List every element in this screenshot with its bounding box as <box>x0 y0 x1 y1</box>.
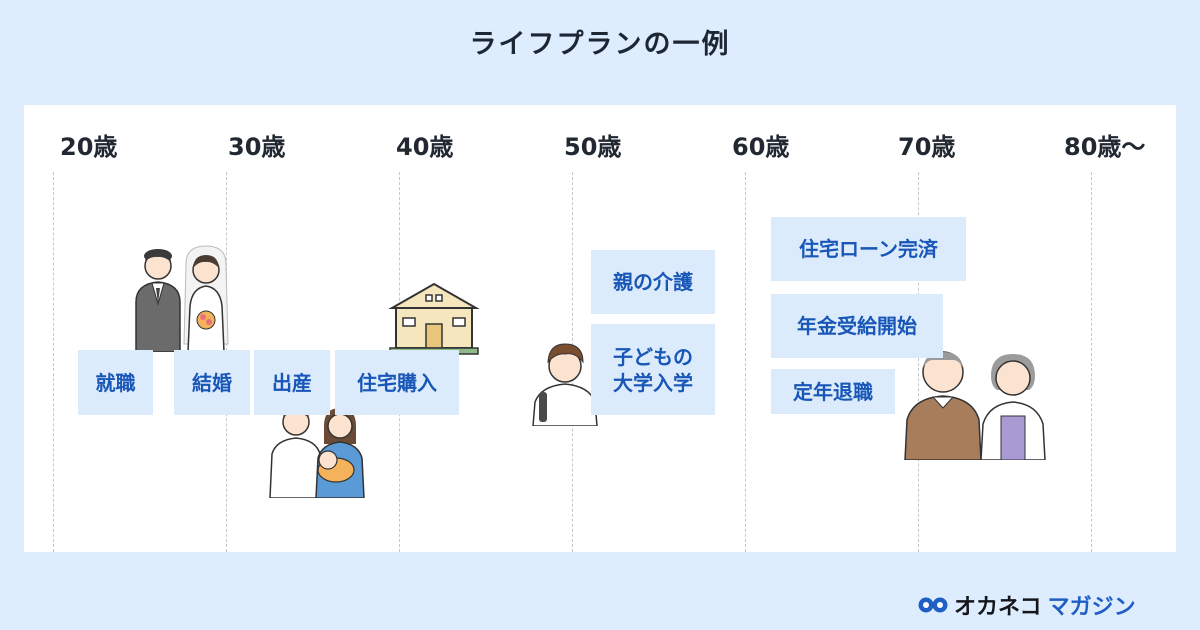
age-label-80: 80歳〜 <box>1064 133 1146 161</box>
age-label-40: 40歳 <box>396 133 454 161</box>
age-label-70: 70歳 <box>898 133 956 161</box>
family-with-baby-illustration <box>269 406 365 498</box>
event-teinen: 定年退職 <box>771 369 895 414</box>
house-illustration <box>388 282 480 355</box>
elderly-couple-illustration <box>904 351 1046 460</box>
event-kekkon: 結婚 <box>174 350 250 415</box>
age-label-50: 50歳 <box>564 133 622 161</box>
page-title: ライフプランの一例 <box>469 29 731 60</box>
timeline-gridline <box>918 172 919 552</box>
event-loan-kansai: 住宅ローン完済 <box>771 217 966 281</box>
event-nenkin: 年金受給開始 <box>771 294 943 358</box>
event-jutaku-konyu: 住宅購入 <box>335 350 459 415</box>
event-shushoku: 就職 <box>78 350 153 415</box>
event-oya-kaigo: 親の介護 <box>591 250 715 314</box>
timeline-gridline <box>745 172 746 552</box>
brand-logo: オカネコマガジン <box>918 590 1136 620</box>
brand-name-magazine: マガジン <box>1047 595 1136 620</box>
timeline-gridline <box>53 172 54 552</box>
wedding-couple-illustration <box>135 245 229 352</box>
cat-eyes-logo-icon <box>918 597 948 613</box>
event-shussan: 出産 <box>254 350 330 415</box>
student-illustration <box>532 343 598 426</box>
event-kodomo-daigaku: 子どもの 大学入学 <box>591 324 715 415</box>
brand-name-okaneko: オカネコ <box>954 595 1042 620</box>
age-label-20: 20歳 <box>60 133 118 161</box>
timeline-gridline <box>1091 172 1092 552</box>
age-label-30: 30歳 <box>228 133 286 161</box>
age-label-60: 60歳 <box>732 133 790 161</box>
